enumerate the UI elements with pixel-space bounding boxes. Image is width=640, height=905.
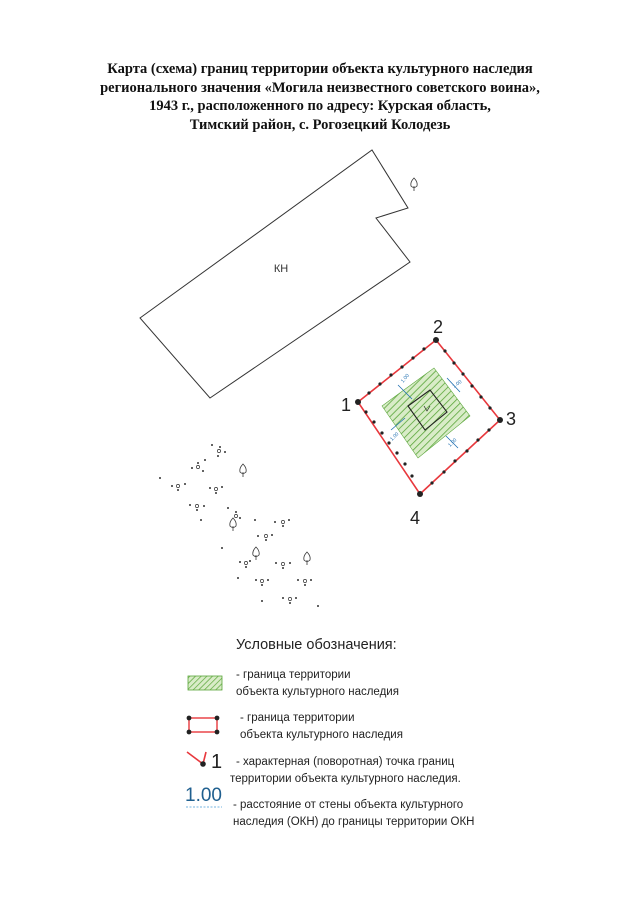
legend-title: Условные обозначения: bbox=[236, 637, 397, 653]
legend-item-distance-line1: - расстояние от стены объекта культурног… bbox=[233, 799, 464, 811]
tree-icons bbox=[229, 463, 311, 565]
monument-grave bbox=[407, 389, 448, 431]
distance-label-south: 1.00 bbox=[447, 437, 458, 448]
legend-item-distance-line2: наследия (ОКН) до границы территории ОКН bbox=[233, 816, 475, 828]
legend-item-boundary-line1: - граница территории bbox=[240, 712, 355, 724]
turning-points bbox=[355, 337, 503, 497]
legend-item-distance: - расстояние от стены объекта культурног… bbox=[233, 797, 475, 831]
title-line-4: Тимский район, с. Рогозецкий Колодезь bbox=[189, 116, 451, 133]
distance-label-west: 1.00 bbox=[389, 431, 400, 442]
legend-point-sample bbox=[186, 751, 207, 767]
point-label-2: 2 bbox=[433, 317, 443, 337]
vegetation-area bbox=[159, 444, 319, 607]
legend-item-boundary-line2: объекта культурного наследия bbox=[240, 729, 403, 741]
building-label: КН bbox=[274, 263, 288, 275]
tree-icon bbox=[410, 177, 418, 191]
legend-item-point-line2: территории объекта культурного наследия. bbox=[230, 773, 461, 785]
point-label-4: 4 bbox=[410, 508, 420, 528]
legend-boundary-sample bbox=[186, 715, 220, 735]
legend-point-number: 1 bbox=[211, 751, 222, 773]
point-label-1: 1 bbox=[341, 395, 351, 415]
legend-item-point-line1: - характерная (поворотная) точка границ bbox=[236, 756, 455, 768]
legend-item-hatched-line1: - граница территории bbox=[236, 669, 351, 681]
title-line-1: Карта (схема) границ территории объекта … bbox=[107, 61, 533, 77]
distance-label-north: 1.00 bbox=[400, 373, 411, 384]
legend-item-hatched: - граница территории объекта культурного… bbox=[236, 667, 399, 701]
legend-distance-sample: 1.00 bbox=[185, 785, 222, 806]
distance-label-east: 1.00 bbox=[452, 379, 464, 390]
legend-item-boundary: - граница территории объекта культурного… bbox=[240, 710, 403, 744]
map-title: Карта (схема) границ территории объекта … bbox=[60, 60, 580, 134]
title-line-2: регионального значения «Могила неизвестн… bbox=[100, 79, 540, 96]
legend-item-hatched-line2: объекта культурного наследия bbox=[236, 686, 399, 698]
legend-hatch-sample bbox=[187, 675, 223, 691]
legend-item-point: - характерная (поворотная) точка границ … bbox=[230, 754, 461, 788]
title-line-3: 1943 г., расположенного по адресу: Курск… bbox=[149, 98, 491, 114]
vegetation-rings bbox=[176, 449, 307, 601]
distance-markers bbox=[390, 377, 461, 449]
point-label-3: 3 bbox=[506, 409, 516, 429]
building-outline bbox=[139, 149, 411, 399]
